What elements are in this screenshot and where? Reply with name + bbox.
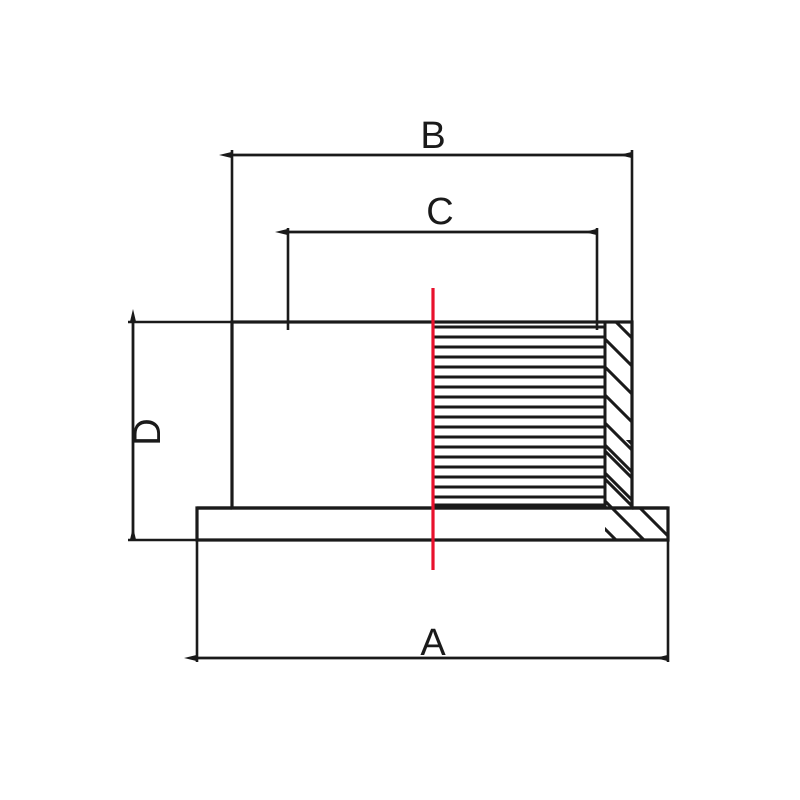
dimension-d: D (127, 309, 240, 542)
thread-lines-group (432, 325, 605, 507)
dimension-c-label: C (426, 191, 453, 233)
flange-inner-boundary (603, 440, 632, 510)
section-hatching-wall (605, 322, 632, 508)
section-hatching-flange (605, 440, 668, 540)
dimension-d-label: D (127, 418, 169, 445)
dimension-c: C (275, 191, 599, 330)
dimension-a: A (184, 530, 670, 664)
dimension-b: B (219, 115, 634, 330)
dimension-a-label: A (420, 622, 446, 664)
dimension-b-label: B (420, 115, 445, 157)
